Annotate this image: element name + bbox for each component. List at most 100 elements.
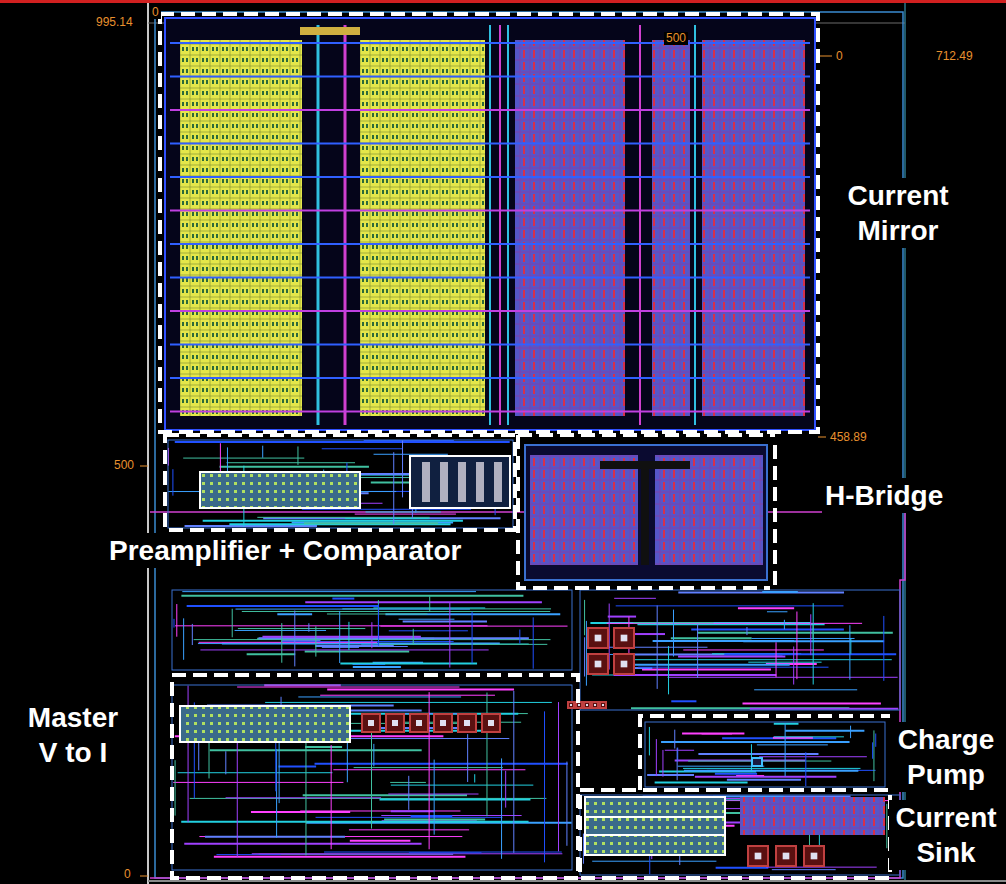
via-wire (434, 760, 435, 835)
via-wire (348, 622, 349, 650)
block-outline (580, 590, 900, 710)
via-wire (501, 758, 502, 858)
via-wire (793, 646, 794, 684)
metal-wire (678, 591, 844, 593)
metal-wire (298, 696, 461, 697)
sink-mirror (740, 797, 885, 835)
contact-core (440, 720, 446, 726)
via-wire (472, 612, 473, 664)
vertical-bus (489, 25, 491, 425)
via-wire (183, 618, 184, 659)
metal-wire (242, 611, 550, 612)
metal-wire (411, 815, 453, 817)
metal-wire (236, 609, 470, 610)
via-wire (776, 642, 777, 677)
contact-core (586, 704, 588, 706)
ruler-tick (820, 56, 832, 57)
via-wire (850, 726, 851, 738)
region-outline (518, 435, 775, 588)
metal-wire (303, 794, 467, 796)
ruler-number: 0 (150, 6, 161, 19)
metal-wire (205, 836, 345, 838)
metal-wire (175, 625, 487, 626)
contact-square (776, 846, 796, 866)
via-wire (586, 621, 587, 686)
via-wire (393, 452, 394, 524)
horizontal-bus (170, 210, 810, 212)
metal-wire (316, 817, 503, 818)
via-wire (584, 637, 585, 676)
via-wire (262, 446, 263, 458)
via-wire (544, 711, 545, 862)
metal-wire (322, 647, 359, 648)
ruler-number: 500 (664, 32, 688, 45)
via-wire (408, 776, 409, 810)
block-label: Current Sink (889, 800, 1003, 870)
metal-wire (350, 840, 411, 842)
via-wire (373, 744, 374, 766)
metal-wire (340, 663, 477, 665)
metal-wire (252, 853, 563, 854)
block-label: Preamplifier + Comparator (106, 533, 464, 568)
via-wire (662, 750, 663, 777)
horizontal-bus (170, 176, 810, 178)
block-outline (172, 685, 572, 870)
capacitor-finger (440, 462, 448, 502)
contact-core (621, 635, 628, 642)
vertical-bus (344, 25, 347, 425)
metal-wire (751, 638, 854, 639)
metal-wire (257, 517, 429, 518)
via-wire (813, 625, 814, 639)
contact-square (568, 702, 574, 708)
via-wire (449, 603, 450, 668)
metal-wire (185, 525, 317, 527)
metal-wire (226, 797, 381, 798)
block-outline (168, 440, 513, 528)
ruler-number: 0 (834, 50, 845, 63)
vertical-bus (317, 25, 320, 425)
metal-wire (399, 619, 455, 620)
metal-wire (592, 861, 716, 862)
metal-wire (614, 598, 656, 599)
metal-wire (320, 695, 495, 696)
switch-array (530, 455, 638, 565)
via-wire (513, 691, 514, 853)
top-red-bar (0, 0, 1006, 3)
metal-wire (182, 591, 476, 592)
via-wire (668, 646, 669, 694)
contact-core (488, 720, 494, 726)
metal-wire (616, 605, 844, 606)
vertical-bus (639, 25, 641, 425)
metal-wire (278, 766, 316, 768)
metal-wire (743, 703, 881, 705)
ruler-number: 0 (122, 868, 133, 881)
metal-wire (647, 774, 694, 776)
horizontal-bus (170, 310, 810, 312)
contact-core (578, 704, 580, 706)
horizontal-bus (170, 243, 810, 245)
h-bridge-gap (600, 465, 690, 565)
metal-wire (315, 763, 568, 765)
chip-boundary (155, 12, 903, 878)
metal-wire (671, 700, 696, 702)
metal-wire (695, 776, 836, 778)
contact-square (362, 714, 380, 732)
metal-wire (292, 521, 453, 523)
metal-wire (702, 733, 733, 734)
via-wire (297, 446, 298, 464)
horizontal-bus (170, 42, 810, 44)
metal-wire (683, 649, 824, 650)
metal-wire (391, 785, 533, 786)
metal-wire (265, 702, 552, 703)
via-wire (813, 603, 814, 684)
via-wire (583, 834, 584, 864)
contact-square (748, 846, 768, 866)
metal-wire (391, 810, 435, 812)
via-wire (784, 620, 785, 630)
via-wire (697, 624, 698, 678)
metal-wire (324, 738, 509, 739)
contact-square (386, 714, 404, 732)
horizontal-bus (170, 377, 810, 379)
contact-core (811, 853, 818, 860)
